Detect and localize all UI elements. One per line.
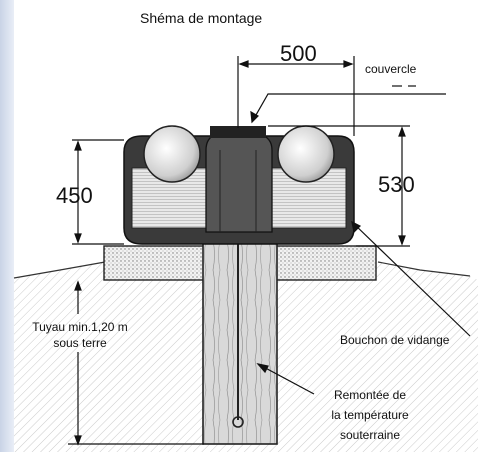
pipe-depth-line2: sous terre (53, 336, 107, 350)
pipe-depth-label: Tuyau min.1,20 m sous terre (20, 319, 140, 351)
temperature-rise-line2: la température (331, 408, 409, 422)
dimension-500 (237, 56, 355, 136)
dimension-500-label: 500 (280, 41, 317, 66)
float-ball-left (143, 125, 201, 183)
cover-leader (250, 85, 446, 124)
temperature-rise-label: Remontée de la température souterraine (310, 385, 430, 445)
side-band (0, 0, 14, 452)
dimension-530-label: 530 (378, 172, 415, 197)
pipe-depth-line1: Tuyau min.1,20 m (32, 320, 128, 334)
diagram-title: Shéma de montage (140, 10, 263, 26)
dimension-450 (72, 139, 124, 245)
drain-plug-leader (351, 220, 471, 337)
temperature-leader (256, 363, 315, 395)
temperature-rise-line3: souterraine (339, 428, 401, 442)
pipe-depth-dimension (68, 280, 204, 446)
float-ball-right (277, 125, 335, 183)
cover-label: couvercle (365, 62, 417, 76)
dimension-530 (268, 125, 410, 247)
dimension-450-label: 450 (56, 183, 93, 208)
drain-plug-label: Bouchon de vidange (340, 333, 450, 347)
temperature-rise-line1: Remontée de (333, 388, 407, 402)
